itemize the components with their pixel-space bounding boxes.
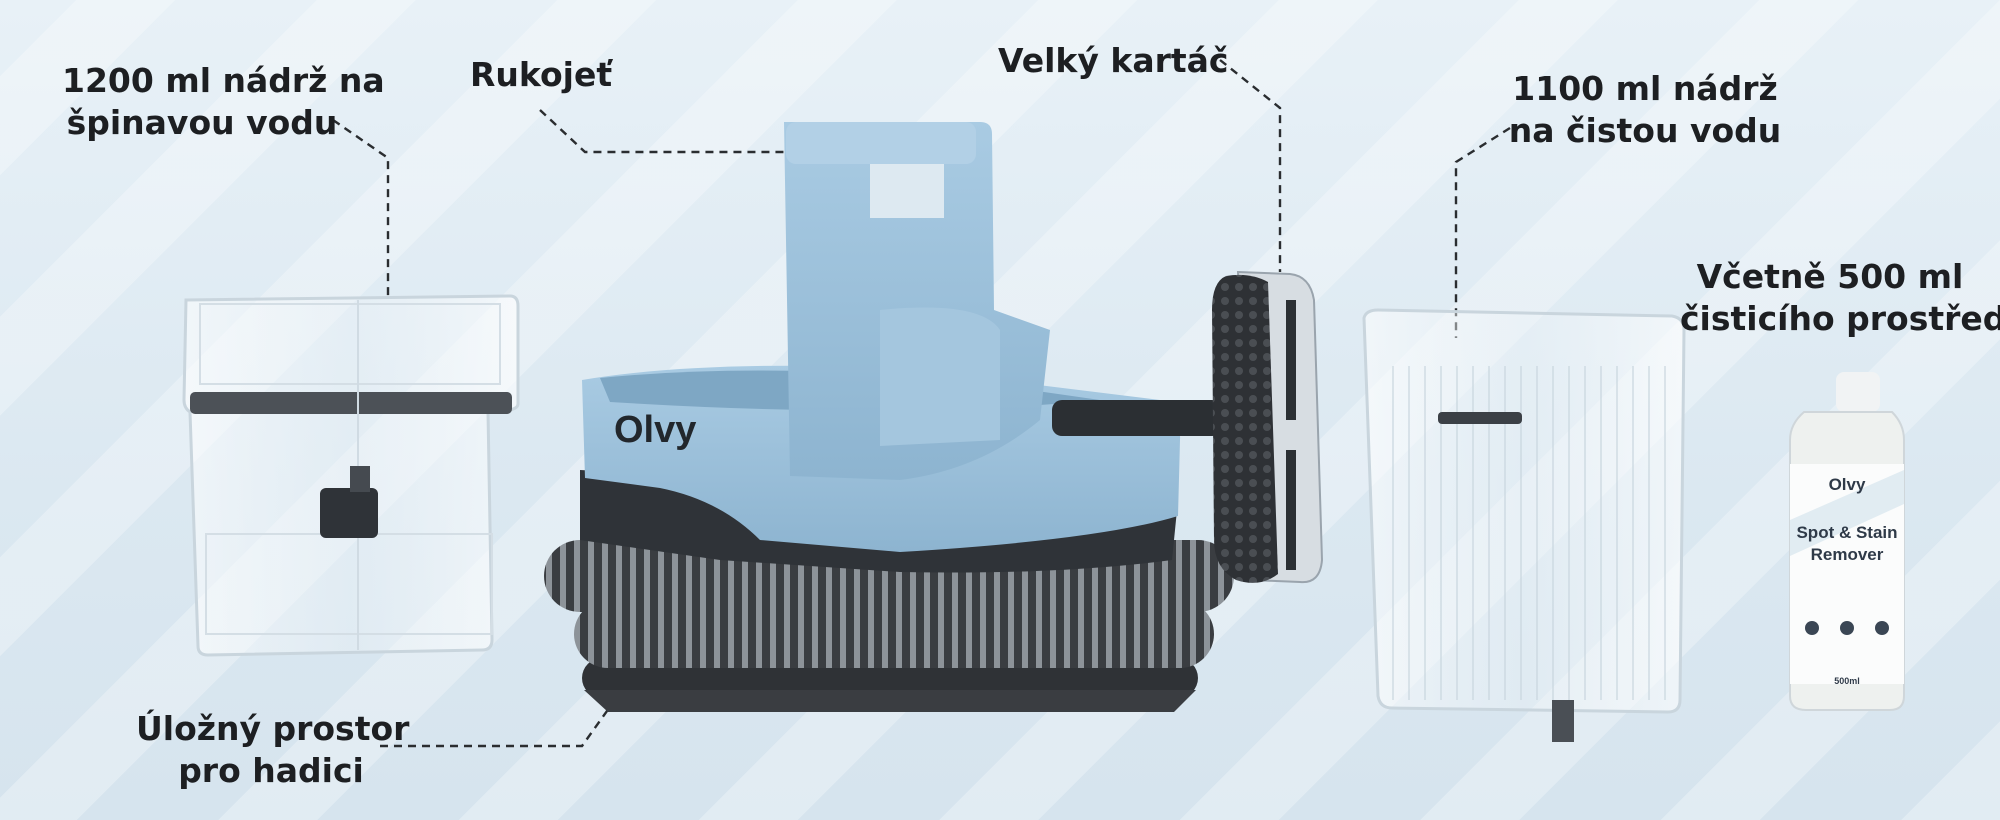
label-clean-water-tank: 1100 ml nádrž na čistou vodu <box>1500 68 1790 152</box>
bottle-icon <box>1840 621 1854 635</box>
leader-lines <box>332 59 1511 748</box>
large-brush <box>1212 270 1324 584</box>
dirty-tank-leader <box>332 119 390 300</box>
bottle-volume: 500ml <box>1834 676 1860 686</box>
bottle-icon <box>1875 621 1889 635</box>
label-line: 1100 ml nádrž <box>1512 69 1778 108</box>
clean-water-tank <box>1362 308 1686 742</box>
brush-leader <box>1219 59 1282 272</box>
label-line: špinavou vodu <box>66 103 338 142</box>
label-large-brush: Velký kartáč <box>998 41 1229 80</box>
hose-leader <box>380 689 623 748</box>
label-line: pro hadici <box>178 751 364 790</box>
bottle-icon <box>1805 621 1819 635</box>
label-hose-storage: Úložný prostor pro hadici <box>136 708 410 792</box>
bottle-name-line1: Spot & Stain <box>1796 523 1897 542</box>
device-brand-logo: Olvy <box>614 409 696 451</box>
label-line: čisticího prostředku <box>1680 299 2000 338</box>
dirty-water-tank <box>182 294 520 657</box>
clean-tank-leader <box>1454 126 1511 338</box>
label-line: Včetně 500 ml <box>1696 257 1964 296</box>
label-dirty-water-tank: 1200 ml nádrž na špinavou vodu <box>62 60 385 144</box>
label-line: 1200 ml nádrž na <box>62 61 385 100</box>
label-detergent: Včetně 500 ml čisticího prostředku <box>1680 256 2000 340</box>
handle-leader <box>539 109 790 154</box>
label-line: na čistou vodu <box>1508 111 1782 150</box>
bottle-brand: Olvy <box>1829 475 1866 494</box>
label-handle: Rukojeť <box>470 55 613 94</box>
bottle-name-line2: Remover <box>1811 545 1884 564</box>
detergent-bottle: Olvy Spot & Stain Remover 500ml <box>1789 372 1905 711</box>
cleaner-body <box>580 122 1222 573</box>
label-line: Úložný prostor <box>136 709 410 748</box>
